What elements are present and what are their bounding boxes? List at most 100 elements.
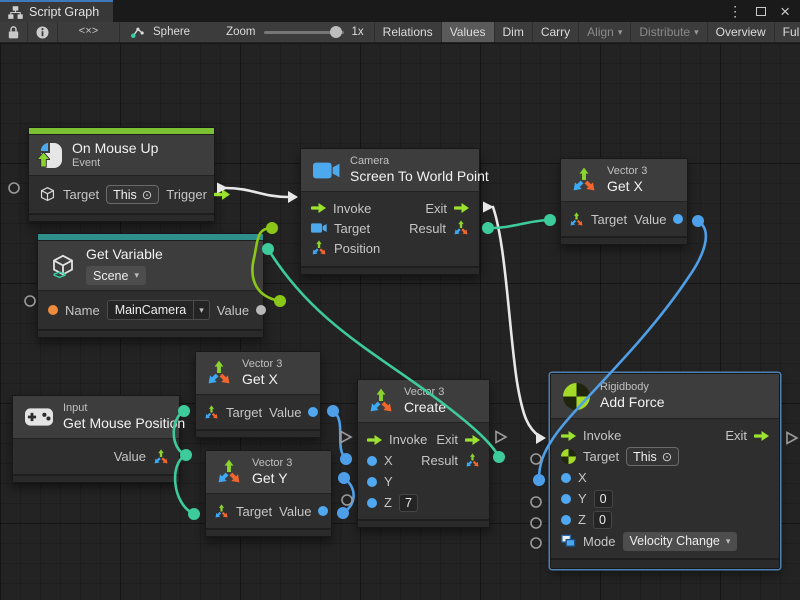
overview-button[interactable]: Overview bbox=[708, 22, 775, 42]
y-port-icon bbox=[367, 477, 377, 487]
event-accent-bar bbox=[29, 128, 214, 135]
node-on-mouse-up[interactable]: On Mouse Up Event Target This⊙ Trigger bbox=[28, 127, 215, 222]
window-menu-icon[interactable]: ⋮ bbox=[728, 4, 742, 18]
chevron-down-icon: ▾ bbox=[134, 270, 139, 281]
x-label: X bbox=[578, 470, 587, 485]
full-screen-button[interactable]: Full Screen bbox=[775, 22, 800, 42]
flow-arrow-icon bbox=[214, 189, 230, 200]
zoom-value: 1x bbox=[352, 26, 364, 38]
tab-script-graph[interactable]: Script Graph bbox=[0, 0, 113, 22]
graph-hierarchy-icon bbox=[8, 6, 23, 19]
flow-arrow-icon bbox=[367, 435, 382, 445]
node-screen-to-world-point[interactable]: Camera Screen To World Point Invoke Exit… bbox=[300, 148, 480, 275]
node-kind: Rigidbody bbox=[600, 381, 665, 394]
node-get-mouse-position[interactable]: Input Get Mouse Position Value bbox=[12, 395, 180, 483]
lock-button[interactable] bbox=[0, 22, 28, 42]
graph-name[interactable]: Sphere bbox=[153, 26, 190, 38]
chevron-down-icon: ▾ bbox=[726, 536, 731, 547]
align-button[interactable]: Align▾ bbox=[579, 22, 631, 42]
flow-arrow-icon bbox=[754, 431, 769, 441]
zoom-label: Zoom bbox=[226, 26, 255, 38]
relations-button[interactable]: Relations bbox=[375, 22, 442, 42]
camera-icon bbox=[311, 223, 327, 233]
z-value-field[interactable]: 0 bbox=[593, 511, 612, 529]
object-picker-icon: ⊙ bbox=[662, 449, 672, 464]
code-icon: <×> bbox=[79, 26, 99, 38]
node-title: Add Force bbox=[600, 394, 665, 411]
z-label: Z bbox=[578, 512, 586, 527]
vector3-icon bbox=[311, 240, 327, 256]
window-controls: ⋮ × bbox=[728, 0, 800, 22]
vector3-icon bbox=[453, 220, 469, 236]
position-label: Position bbox=[334, 241, 380, 256]
zoom-slider-handle[interactable] bbox=[330, 26, 342, 38]
zoom-slider[interactable] bbox=[264, 31, 344, 34]
value-port-icon bbox=[308, 407, 318, 417]
node-title: Get X bbox=[607, 178, 647, 195]
target-label: Target bbox=[63, 187, 99, 202]
value-label: Value bbox=[114, 449, 146, 464]
maximize-icon[interactable] bbox=[756, 7, 766, 16]
node-title: Create bbox=[404, 399, 446, 416]
exit-label: Exit bbox=[425, 201, 447, 216]
chevron-down-icon: ▾ bbox=[193, 301, 209, 319]
info-icon bbox=[36, 26, 49, 39]
node-get-y[interactable]: Vector 3 Get Y Target Value bbox=[205, 450, 332, 537]
gameobject-cube-icon bbox=[39, 186, 56, 203]
variable-scope-dropdown[interactable]: Scene▾ bbox=[86, 266, 146, 285]
distribute-button[interactable]: Distribute▾ bbox=[631, 22, 707, 42]
values-button[interactable]: Values bbox=[442, 22, 495, 42]
node-title: Screen To World Point bbox=[350, 168, 489, 185]
trigger-label: Trigger bbox=[166, 187, 207, 202]
vector3-icon bbox=[465, 453, 480, 468]
node-kind: Vector 3 bbox=[252, 457, 292, 470]
y-label: Y bbox=[578, 491, 587, 506]
target-this-chip[interactable]: This⊙ bbox=[106, 185, 159, 204]
vector3-icon bbox=[569, 212, 584, 227]
node-kind: Vector 3 bbox=[242, 358, 282, 371]
node-title: Get Y bbox=[252, 470, 292, 487]
value-label: Value bbox=[634, 212, 666, 227]
mode-label: Mode bbox=[583, 534, 616, 549]
close-icon[interactable]: × bbox=[780, 3, 790, 20]
variable-name-dropdown[interactable]: MainCamera ▾ bbox=[107, 300, 210, 320]
node-get-variable[interactable]: <> Get Variable Scene▾ Name MainCamera ▾… bbox=[37, 233, 264, 338]
value-label: Value bbox=[279, 504, 311, 519]
flow-arrow-icon bbox=[311, 203, 326, 213]
mouse-up-icon bbox=[41, 143, 62, 168]
node-kind: Camera bbox=[350, 155, 489, 168]
z-value-field[interactable]: 7 bbox=[399, 494, 418, 512]
target-label: Target bbox=[591, 212, 627, 227]
invoke-label: Invoke bbox=[583, 428, 621, 443]
node-subtitle: Event bbox=[72, 157, 158, 170]
mode-dropdown[interactable]: Velocity Change▾ bbox=[623, 532, 738, 551]
x-port-icon bbox=[367, 456, 377, 466]
node-kind: Vector 3 bbox=[404, 386, 446, 399]
vector3-icon bbox=[571, 167, 597, 193]
x-port-icon bbox=[561, 473, 571, 483]
target-this-chip[interactable]: This⊙ bbox=[626, 447, 679, 466]
node-get-x-top[interactable]: Vector 3 Get X Target Value bbox=[560, 158, 688, 245]
z-port-icon bbox=[561, 515, 571, 525]
node-add-force[interactable]: Rigidbody Add Force Invoke Exit Target T… bbox=[550, 373, 780, 569]
z-label: Z bbox=[384, 495, 392, 510]
invoke-label: Invoke bbox=[389, 432, 427, 447]
object-picker-icon: ⊙ bbox=[142, 187, 152, 202]
vector3-icon bbox=[206, 360, 232, 386]
y-port-icon bbox=[561, 494, 571, 504]
node-kind: Vector 3 bbox=[607, 165, 647, 178]
value-port-icon bbox=[256, 305, 266, 315]
chevron-down-icon: ▾ bbox=[618, 27, 623, 38]
node-vector3-create[interactable]: Vector 3 Create Invoke Exit X Result bbox=[357, 379, 490, 528]
info-button[interactable] bbox=[28, 22, 58, 42]
node-get-x-mid[interactable]: Vector 3 Get X Target Value bbox=[195, 351, 321, 438]
carry-button[interactable]: Carry bbox=[533, 22, 579, 42]
node-title: Get Mouse Position bbox=[63, 415, 185, 432]
y-value-field[interactable]: 0 bbox=[594, 490, 613, 508]
node-title: On Mouse Up bbox=[72, 140, 158, 157]
dim-button[interactable]: Dim bbox=[495, 22, 533, 42]
chevron-down-icon: ▾ bbox=[694, 27, 699, 38]
zoom-to-fit-button[interactable]: <×> bbox=[58, 22, 120, 42]
rigidbody-icon bbox=[561, 449, 576, 464]
